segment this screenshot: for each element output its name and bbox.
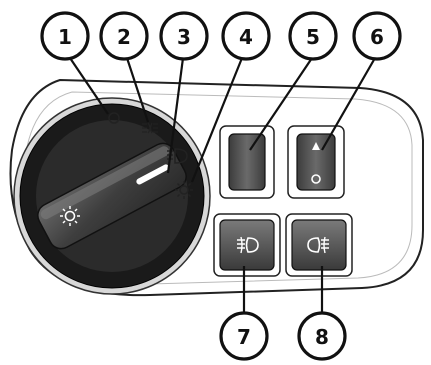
callout-number: 1 — [58, 25, 72, 49]
rocker-switch-5[interactable] — [219, 125, 275, 199]
up-down-arrows-icon — [311, 142, 321, 184]
leader-2 — [125, 57, 150, 123]
callout-number: 3 — [177, 25, 191, 49]
front-fog-lamp-icon — [237, 236, 259, 254]
lighting-rotary-dial[interactable] — [13, 97, 211, 295]
callout-8: 8 — [297, 311, 347, 361]
sun-lamp-icon — [60, 206, 80, 226]
callout-2: 2 — [99, 11, 149, 61]
leader-3 — [166, 57, 185, 174]
callout-number: 2 — [117, 25, 131, 49]
callout-number: 7 — [237, 325, 251, 349]
callout-number: 6 — [370, 25, 384, 49]
callout-number: 8 — [315, 325, 329, 349]
parking-lamps-icon — [142, 122, 158, 134]
auto-lights-icon — [175, 181, 193, 199]
rear-fog-button[interactable] — [285, 213, 353, 277]
dial-knob[interactable] — [34, 139, 191, 253]
leader-lines — [69, 57, 376, 318]
callout-5: 5 — [288, 11, 338, 61]
leader-4 — [190, 57, 244, 183]
front-fog-button[interactable] — [213, 213, 281, 277]
circle-off-icon — [108, 112, 120, 124]
leader-5 — [249, 57, 313, 151]
rear-fog-lamp-icon — [307, 236, 329, 254]
callout-7: 7 — [219, 311, 269, 361]
callout-number: 4 — [239, 25, 253, 49]
dial-pointer — [136, 164, 169, 185]
leader-6 — [321, 57, 376, 151]
callout-number: 5 — [306, 25, 320, 49]
callout-4: 4 — [221, 11, 271, 61]
leader-1 — [69, 57, 109, 115]
rocker-switch-6[interactable] — [287, 125, 345, 199]
callout-3: 3 — [159, 11, 209, 61]
callout-6: 6 — [352, 11, 402, 61]
callout-1: 1 — [40, 11, 90, 61]
